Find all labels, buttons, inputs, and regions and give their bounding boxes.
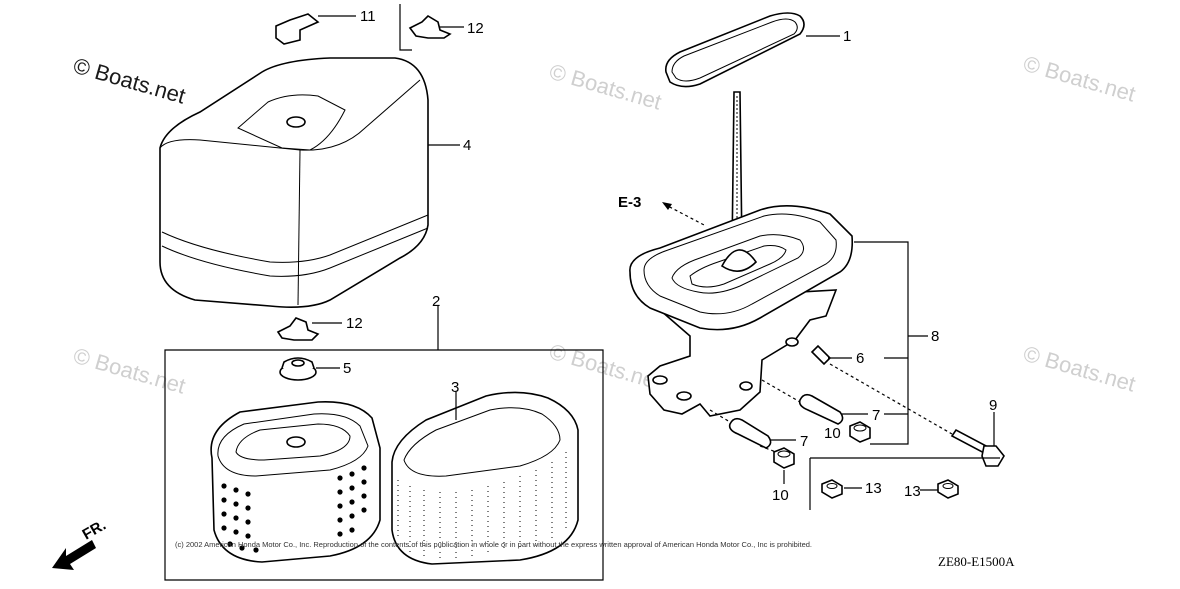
callout-8: 8 xyxy=(931,328,939,345)
air-filter-element xyxy=(210,401,381,563)
callout-10-lower: 10 xyxy=(772,487,789,504)
callout-1: 1 xyxy=(843,28,851,45)
callout-9: 9 xyxy=(989,397,997,414)
callout-7-lower: 7 xyxy=(800,433,808,450)
copyright-notice: (c) 2002 American Honda Motor Co., Inc. … xyxy=(175,540,812,549)
grommet-5 xyxy=(279,357,317,381)
wing-nut-12-top xyxy=(408,14,452,39)
callout-5: 5 xyxy=(343,360,351,377)
callout-11: 11 xyxy=(360,8,376,25)
callout-6: 6 xyxy=(856,350,864,367)
reference-e3: E-3 xyxy=(618,194,641,211)
callout-3: 3 xyxy=(451,379,459,396)
nut-10-upper xyxy=(849,421,871,443)
callout-7-upper: 7 xyxy=(872,407,880,424)
diagram-code: ZE80-E1500A xyxy=(938,554,1015,569)
watermark: © Boats.net xyxy=(71,343,189,399)
nut-13-left xyxy=(821,479,843,499)
watermark-main: © Boats.net xyxy=(71,53,189,109)
callout-2: 2 xyxy=(432,293,440,310)
foam-precleaner xyxy=(391,391,579,565)
gasket-seal xyxy=(664,12,805,88)
bolt-9 xyxy=(950,428,1005,467)
front-marker: FR. xyxy=(80,517,109,544)
callout-12-mid: 12 xyxy=(346,315,363,332)
nut-10-lower xyxy=(773,447,795,469)
front-arrow-icon xyxy=(52,540,96,570)
air-cleaner-case xyxy=(629,91,854,417)
wing-nut-12-mid xyxy=(276,317,320,341)
callout-13-right: 13 xyxy=(904,483,921,500)
callout-10-upper: 10 xyxy=(824,425,841,442)
callout-13-left: 13 xyxy=(865,480,882,497)
watermark: © Boats.net xyxy=(1021,51,1139,107)
watermark: © Boats.net xyxy=(547,339,665,395)
callout-4: 4 xyxy=(463,137,471,154)
watermark: © Boats.net xyxy=(1021,341,1139,397)
collar-7-upper xyxy=(798,393,844,425)
collar-7-lower xyxy=(728,417,772,449)
air-cleaner-cover xyxy=(159,57,429,308)
callout-12-top: 12 xyxy=(467,20,484,37)
dowel-pin-6 xyxy=(810,344,832,366)
nut-13-right xyxy=(937,479,959,499)
filter-holes xyxy=(221,465,367,553)
wing-nut-11 xyxy=(275,13,320,45)
watermark: © Boats.net xyxy=(547,59,665,115)
